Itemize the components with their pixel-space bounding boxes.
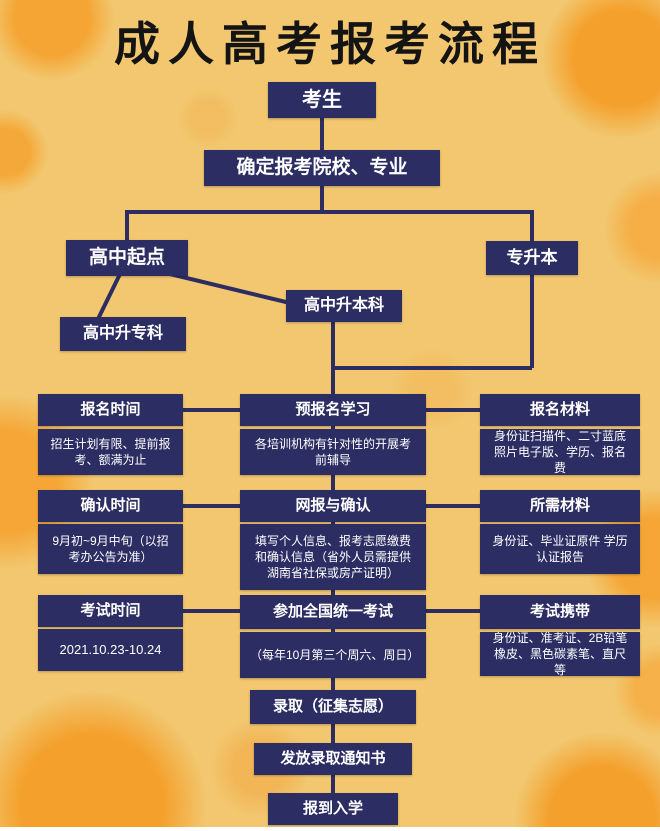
- step-pre-registration-desc: 各培训机构有针对性的开展考前辅导: [240, 429, 426, 475]
- step-national-exam-title: 参加全国统一考试: [240, 595, 426, 629]
- step-confirm-time-title: 确认时间: [38, 490, 183, 522]
- bottom-border: [0, 827, 660, 831]
- page-title: 成人高考报考流程: [114, 18, 546, 70]
- step-online-confirm-desc: 填写个人信息、报考志愿缴费和确认信息（省外人员需提供湖南省社保或房产证明）: [240, 524, 426, 590]
- step-required-materials-title: 所需材料: [480, 490, 640, 522]
- node-candidate: 考生: [268, 82, 376, 118]
- step-online-confirm-title: 网报与确认: [240, 490, 426, 522]
- node-determine-school: 确定报考院校、专业: [204, 150, 440, 186]
- node-high-school-start: 高中起点: [66, 240, 188, 276]
- step-national-exam-desc: （每年10月第三个周六、周日）: [240, 632, 426, 678]
- step-pre-registration-title: 预报名学习: [240, 394, 426, 426]
- step-registration-materials-desc: 身份证扫描件、二寸蓝底照片电子版、学历、报名费: [480, 429, 640, 475]
- node-college-to-bachelor: 专升本: [486, 241, 578, 275]
- node-hs-to-bachelor: 高中升本科: [286, 290, 402, 322]
- node-enrollment: 报到入学: [268, 793, 398, 825]
- step-exam-time-desc: 2021.10.23-10.24: [38, 629, 183, 671]
- step-exam-bring-desc: 身份证、准考证、2B铅笔橡皮、黑色碳素笔、直尺等: [480, 631, 640, 677]
- step-required-materials-desc: 身份证、毕业证原件 学历认证报告: [480, 524, 640, 574]
- node-admission-notice: 发放录取通知书: [254, 743, 412, 775]
- node-hs-to-associate: 高中升专科: [60, 317, 186, 351]
- step-confirm-time-desc: 9月初~9月中旬（以招考办公告为准）: [38, 524, 183, 574]
- step-registration-time-desc: 招生计划有限、提前报考、额满为止: [38, 429, 183, 475]
- step-registration-time-title: 报名时间: [38, 394, 183, 426]
- node-admission: 录取（征集志愿）: [250, 690, 416, 724]
- step-registration-materials-title: 报名材料: [480, 394, 640, 426]
- step-exam-time-title: 考试时间: [38, 595, 183, 627]
- step-exam-bring-title: 考试携带: [480, 595, 640, 629]
